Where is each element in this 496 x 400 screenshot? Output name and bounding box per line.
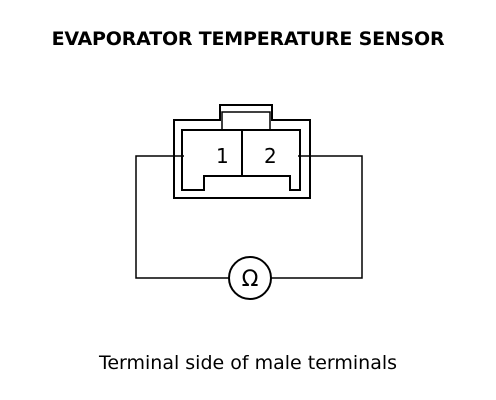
terminal-2-label: 2	[264, 144, 277, 168]
ohmmeter-icon	[228, 256, 272, 300]
connector-lock-tab	[221, 111, 271, 131]
wire-terminal-2	[271, 155, 363, 279]
diagram-caption: Terminal side of male terminals	[98, 352, 398, 374]
wire-terminal-1	[135, 155, 229, 279]
diagram-title: EVAPORATOR TEMPERATURE SENSOR	[51, 28, 445, 50]
connector-housing	[173, 104, 311, 199]
terminal-1-label: 1	[216, 144, 229, 168]
ohm-symbol: Ω	[242, 267, 259, 292]
connector-cavity	[181, 129, 301, 191]
